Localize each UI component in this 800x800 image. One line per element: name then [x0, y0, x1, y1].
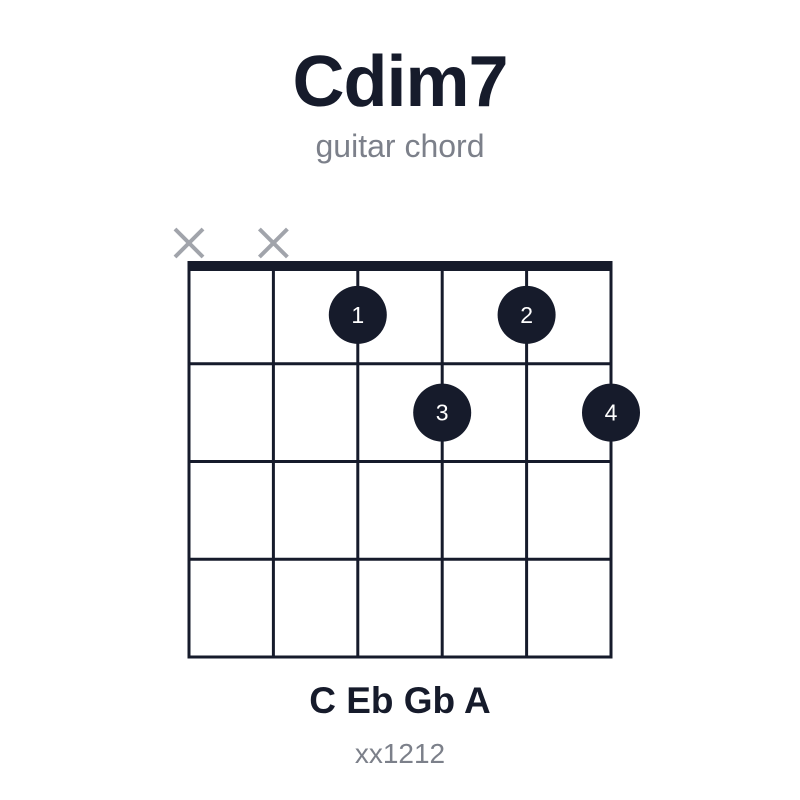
- finger-dot: 4: [582, 383, 640, 442]
- finger-dot: 3: [413, 383, 472, 442]
- finger-number: 4: [605, 400, 618, 426]
- finger-dot-circle: [497, 285, 556, 344]
- finger-dots: 1 2 3 4: [328, 285, 640, 442]
- muted-x-stroke: [173, 227, 205, 259]
- finger-dot-circle: [328, 285, 387, 344]
- chord-fingering: xx1212: [354, 738, 446, 769]
- finger-number: 3: [436, 400, 449, 426]
- finger-number: 1: [351, 302, 364, 328]
- chord-name: Cdim7: [292, 42, 508, 122]
- finger-dot-circle: [582, 383, 640, 442]
- chord-subtitle: guitar chord: [315, 128, 485, 164]
- muted-string-marker: [257, 227, 289, 259]
- muted-string-marker: [173, 227, 205, 259]
- muted-markers: [173, 227, 289, 259]
- chord-notes: C Eb Gb A: [309, 680, 491, 721]
- muted-x-stroke: [257, 227, 289, 259]
- finger-number: 2: [520, 302, 533, 328]
- nut: [187, 261, 613, 271]
- finger-dot: 1: [328, 285, 387, 344]
- finger-dot-circle: [413, 383, 472, 442]
- finger-dot: 2: [497, 285, 556, 344]
